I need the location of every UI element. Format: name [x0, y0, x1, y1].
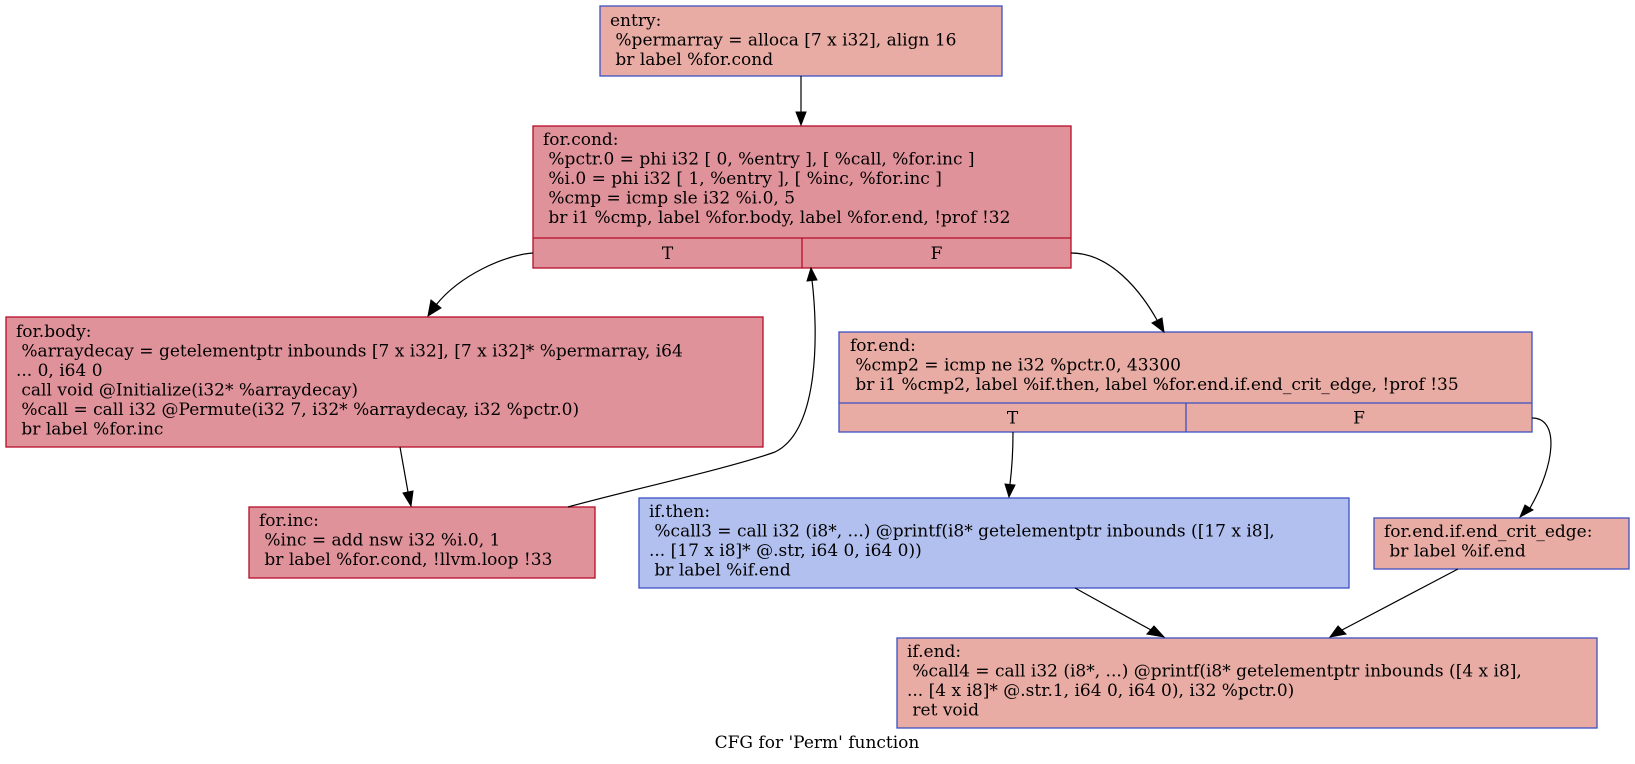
node-for-inc: for.inc: %inc = add nsw i32 %i.0, 1 br l… [248, 506, 596, 579]
node-instruction: %call = call i32 @Permute(i32 7, i32* %a… [16, 400, 579, 420]
node-label: if.end: [907, 642, 961, 662]
node-instruction: %call3 = call i32 (i8*, ...) @printf(i8*… [649, 522, 1275, 542]
port-false-label: F [931, 244, 943, 264]
node-instruction: %call4 = call i32 (i8*, ...) @printf(i8*… [907, 662, 1522, 682]
node-label: for.body: [16, 322, 92, 342]
node-instruction: ... 0, i64 0 [16, 361, 103, 381]
arrowhead [402, 490, 414, 508]
node-label: if.then: [649, 502, 710, 522]
port-false-label: F [1353, 409, 1365, 429]
node-instruction: %cmp = icmp sle i32 %i.0, 5 [543, 189, 795, 209]
node-crit-edge-box [1373, 517, 1630, 570]
node-for-body-box [5, 316, 764, 448]
node-instruction: %pctr.0 = phi i32 [ 0, %entry ], [ %call… [543, 150, 975, 170]
node-instruction: %i.0 = phi i32 [ 1, %entry ], [ %inc, %f… [543, 169, 942, 189]
port-true-label: T [1007, 409, 1019, 429]
node-instruction: %cmp2 = icmp ne i32 %pctr.0, 43300 [850, 356, 1181, 376]
edge-for-end-false-to-crit-edge [1518, 417, 1552, 519]
node-instruction: ... [17 x i8]* @.str, i64 0, i64 0)) [649, 541, 922, 561]
edge-for-body-to-for-inc [399, 446, 414, 508]
arrowhead [806, 266, 818, 282]
node-if-then-box [638, 497, 1350, 589]
node-instruction: br i1 %cmp2, label %if.then, label %for.… [850, 375, 1459, 395]
arrowhead [795, 111, 807, 127]
arrowhead [1518, 504, 1534, 519]
diagram-caption: CFG for 'Perm' function [715, 733, 920, 753]
node-for-inc-box [248, 506, 596, 579]
node-for-body: for.body: %arraydecay = getelementptr in… [5, 316, 764, 448]
node-crit-edge: for.end.if.end_crit_edge: br label %if.e… [1373, 517, 1630, 570]
arrowhead [1146, 625, 1166, 638]
edge-crit-edge-to-if-end [1328, 568, 1459, 638]
edge-for-cond-false-to-for-end [1070, 252, 1165, 334]
port-true-label: T [662, 244, 674, 264]
node-instruction: %inc = add nsw i32 %i.0, 1 [259, 531, 500, 551]
node-label: for.end.if.end_crit_edge: [1384, 522, 1592, 542]
node-if-end-box [896, 637, 1598, 729]
node-for-cond: for.cond: %pctr.0 = phi i32 [ 0, %entry … [532, 125, 1072, 269]
node-if-end: if.end: %call4 = call i32 (i8*, ...) @pr… [896, 637, 1598, 729]
node-instruction: ... [4 x i8]* @.str.1, i64 0, i64 0), i3… [907, 681, 1294, 701]
node-label: for.end: [850, 336, 916, 356]
node-instruction: %permarray = alloca [7 x i32], align 16 [610, 31, 956, 51]
node-instruction: br label %for.inc [16, 420, 163, 440]
node-label: for.inc: [259, 511, 319, 531]
edge-entry-to-for-cond [795, 76, 807, 127]
edge-for-end-true-to-if-then [1004, 431, 1016, 499]
node-label: for.cond: [543, 130, 619, 150]
node-entry: entry: %permarray = alloca [7 x i32], al… [599, 5, 1003, 77]
node-instruction: br label %for.cond, !llvm.loop !33 [259, 550, 552, 570]
arrowhead [427, 299, 442, 318]
node-instruction: call void @Initialize(i32* %arraydecay) [16, 381, 358, 401]
node-instruction: br label %if.end [1384, 542, 1526, 562]
node-if-then: if.then: %call3 = call i32 (i8*, ...) @p… [638, 497, 1350, 589]
node-label: entry: [610, 11, 661, 31]
node-instruction: br i1 %cmp, label %for.body, label %for.… [543, 208, 1010, 228]
node-instruction: ret void [907, 701, 979, 721]
edge-for-inc-to-for-cond [567, 266, 818, 508]
arrowhead [1328, 625, 1348, 638]
arrowhead [1151, 317, 1165, 334]
edge-for-cond-true-to-for-body [427, 252, 534, 318]
node-instruction: br label %for.cond [610, 50, 773, 70]
node-for-end: for.end: %cmp2 = icmp ne i32 %pctr.0, 43… [838, 331, 1533, 433]
edge-if-then-to-if-end [1074, 587, 1166, 638]
node-entry-box [599, 5, 1003, 77]
node-instruction: %arraydecay = getelementptr inbounds [7 … [16, 342, 683, 362]
node-instruction: br label %if.end [649, 561, 791, 581]
arrowhead [1004, 483, 1016, 499]
